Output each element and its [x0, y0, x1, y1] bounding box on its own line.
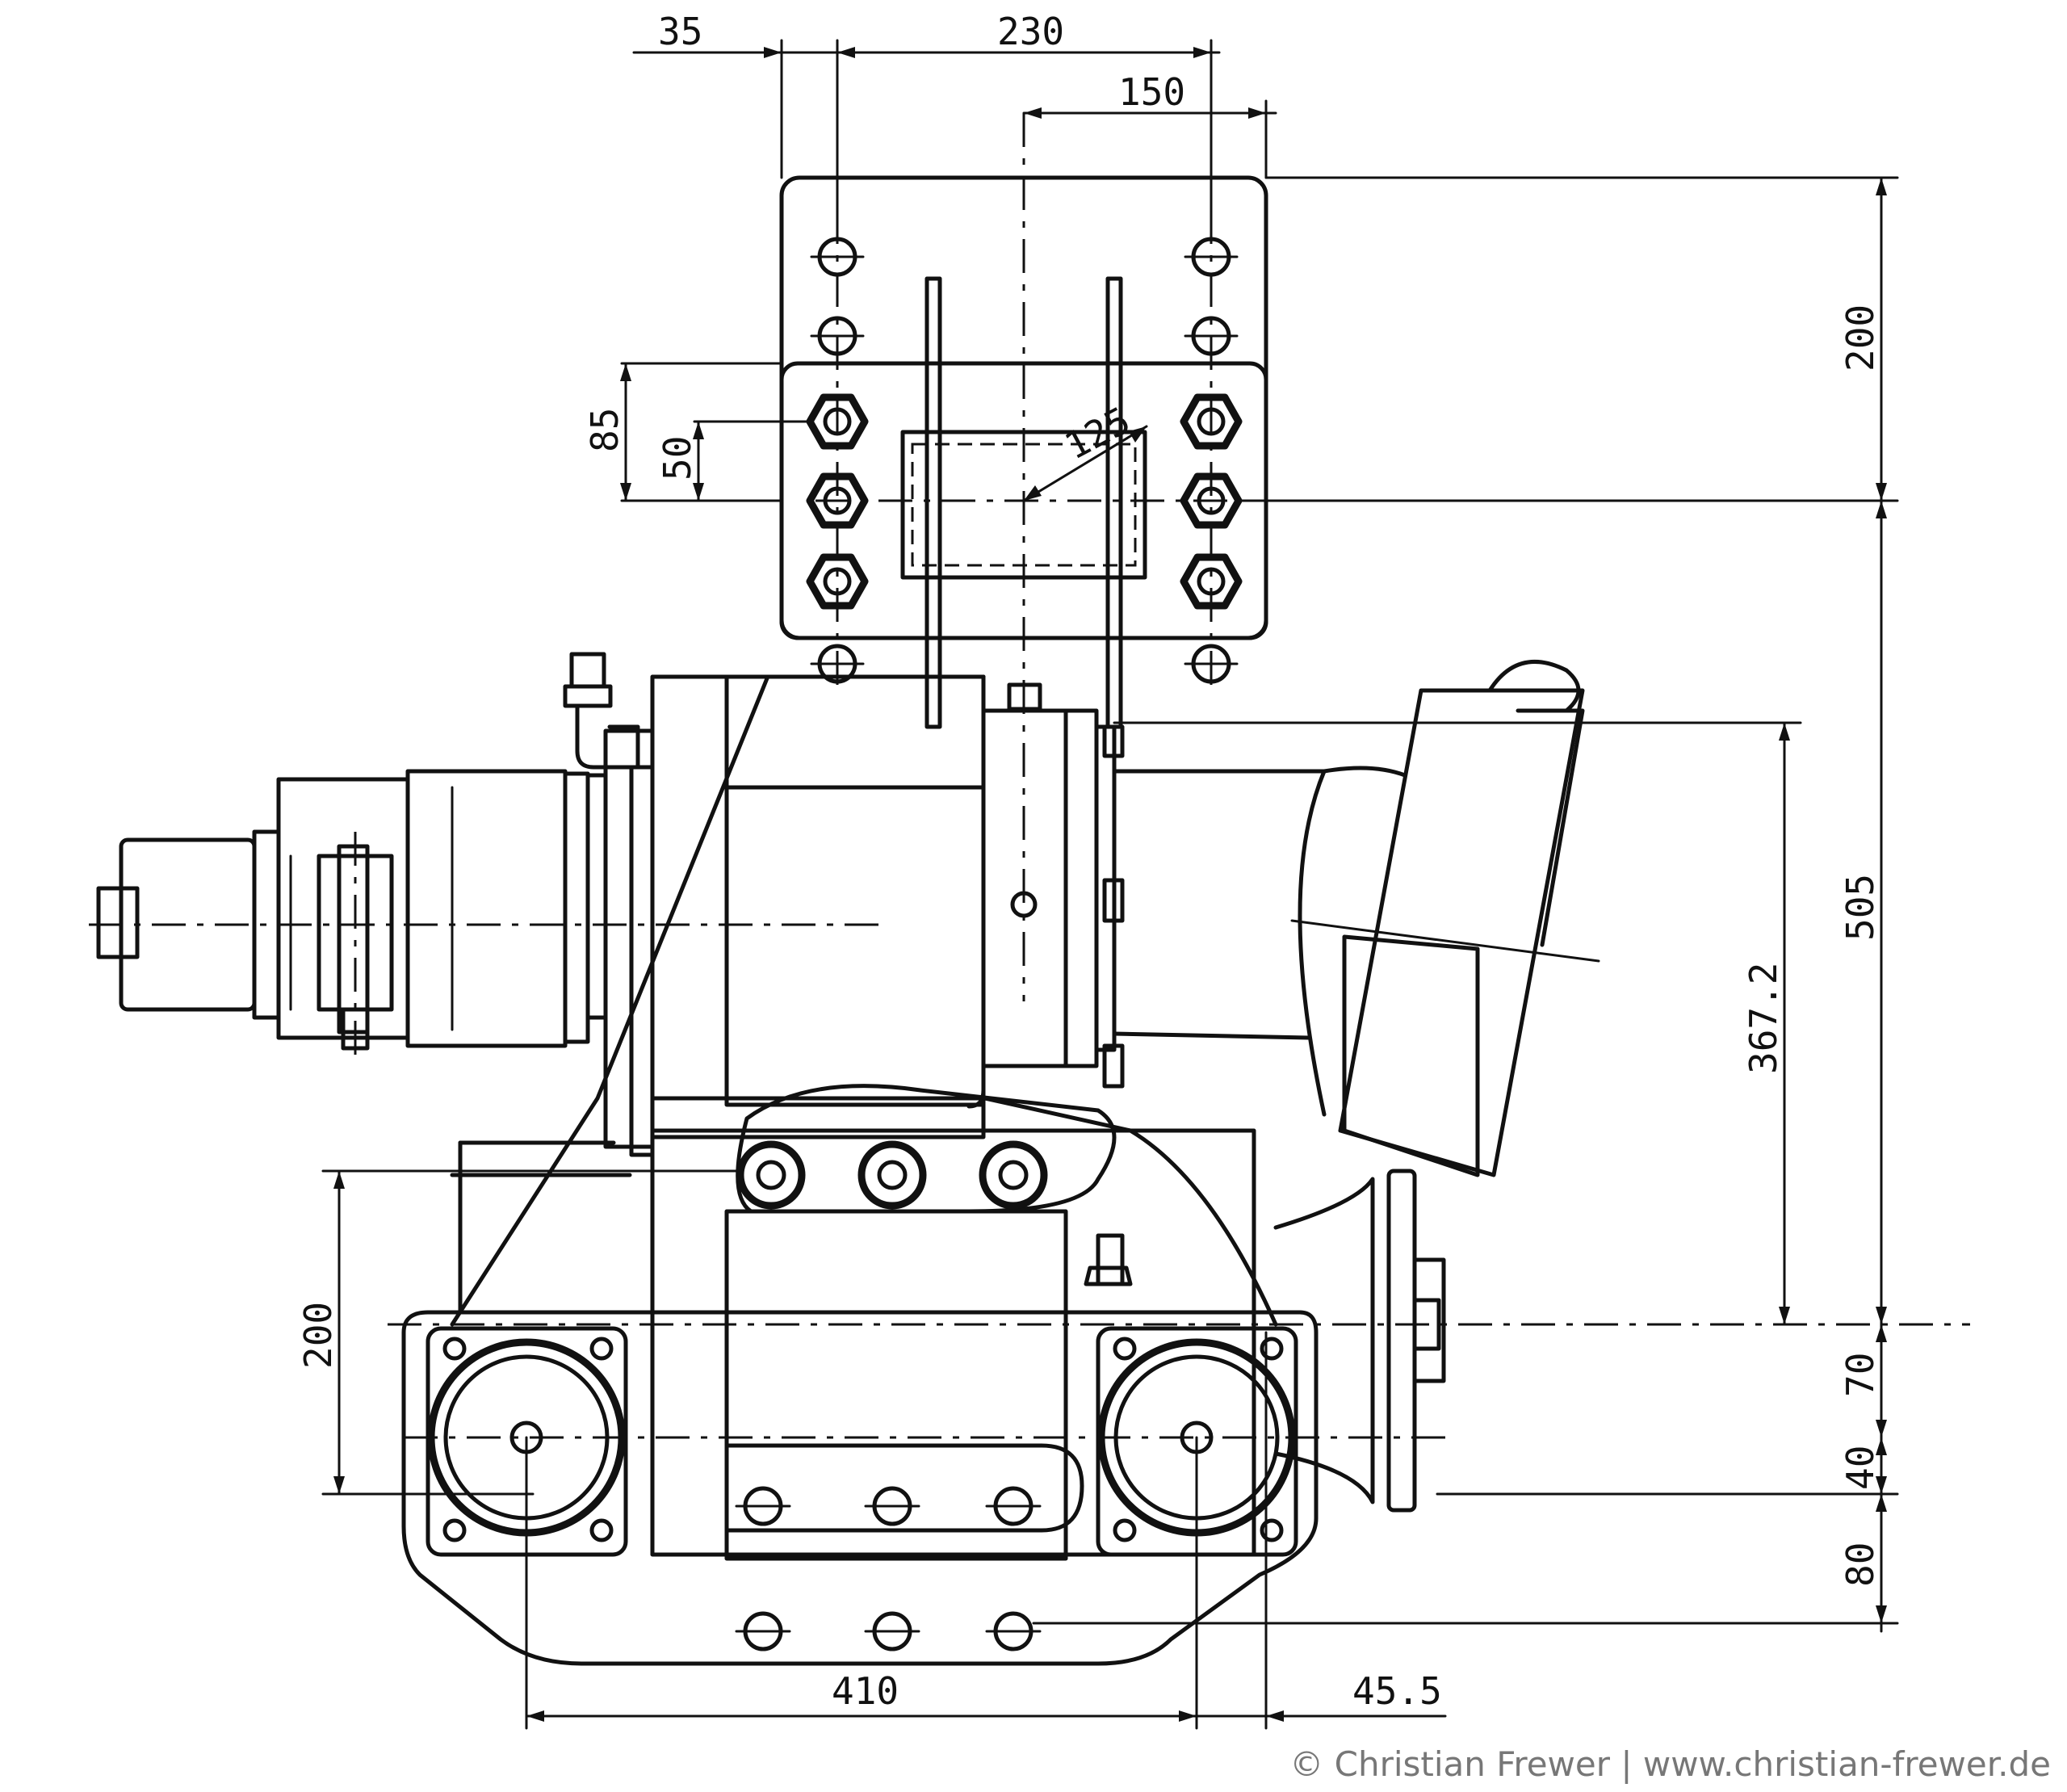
dim-50: 50: [656, 436, 699, 481]
dim-35: 35: [658, 10, 702, 53]
dim-230: 230: [997, 10, 1064, 53]
housing-nuts: [736, 1140, 1048, 1210]
dim-200-left: 200: [296, 1302, 340, 1369]
dim-505: 505: [1838, 874, 1882, 941]
dim-150: 150: [1118, 70, 1185, 114]
mounting-plate: [779, 113, 1268, 1001]
dim-367-2: 367.2: [1742, 963, 1785, 1074]
output-cover: [1112, 659, 1600, 1177]
copyright-credit: © Christian Frewer | www.christian-frewe…: [1289, 1744, 2051, 1784]
housing-bolt-holes: [735, 1486, 1042, 1651]
dim-70: 70: [1838, 1353, 1882, 1397]
hydraulic-pump: [89, 769, 888, 1058]
dim-40: 40: [1838, 1446, 1882, 1490]
upper-housing: [563, 652, 1125, 1157]
dim-125: 125: [1058, 398, 1138, 468]
dim-200-right: 200: [1838, 304, 1882, 371]
dimension-lines: [321, 39, 1899, 1730]
dim-80: 80: [1838, 1542, 1882, 1587]
dim-410: 410: [832, 1669, 899, 1713]
output-flange: [1273, 1169, 1446, 1513]
dim-45-5: 45.5: [1352, 1669, 1442, 1713]
dimension-labels: 35 230 150 125 85 50 200 505 367.2 70 40…: [296, 10, 1882, 1713]
dim-85: 85: [583, 408, 627, 452]
